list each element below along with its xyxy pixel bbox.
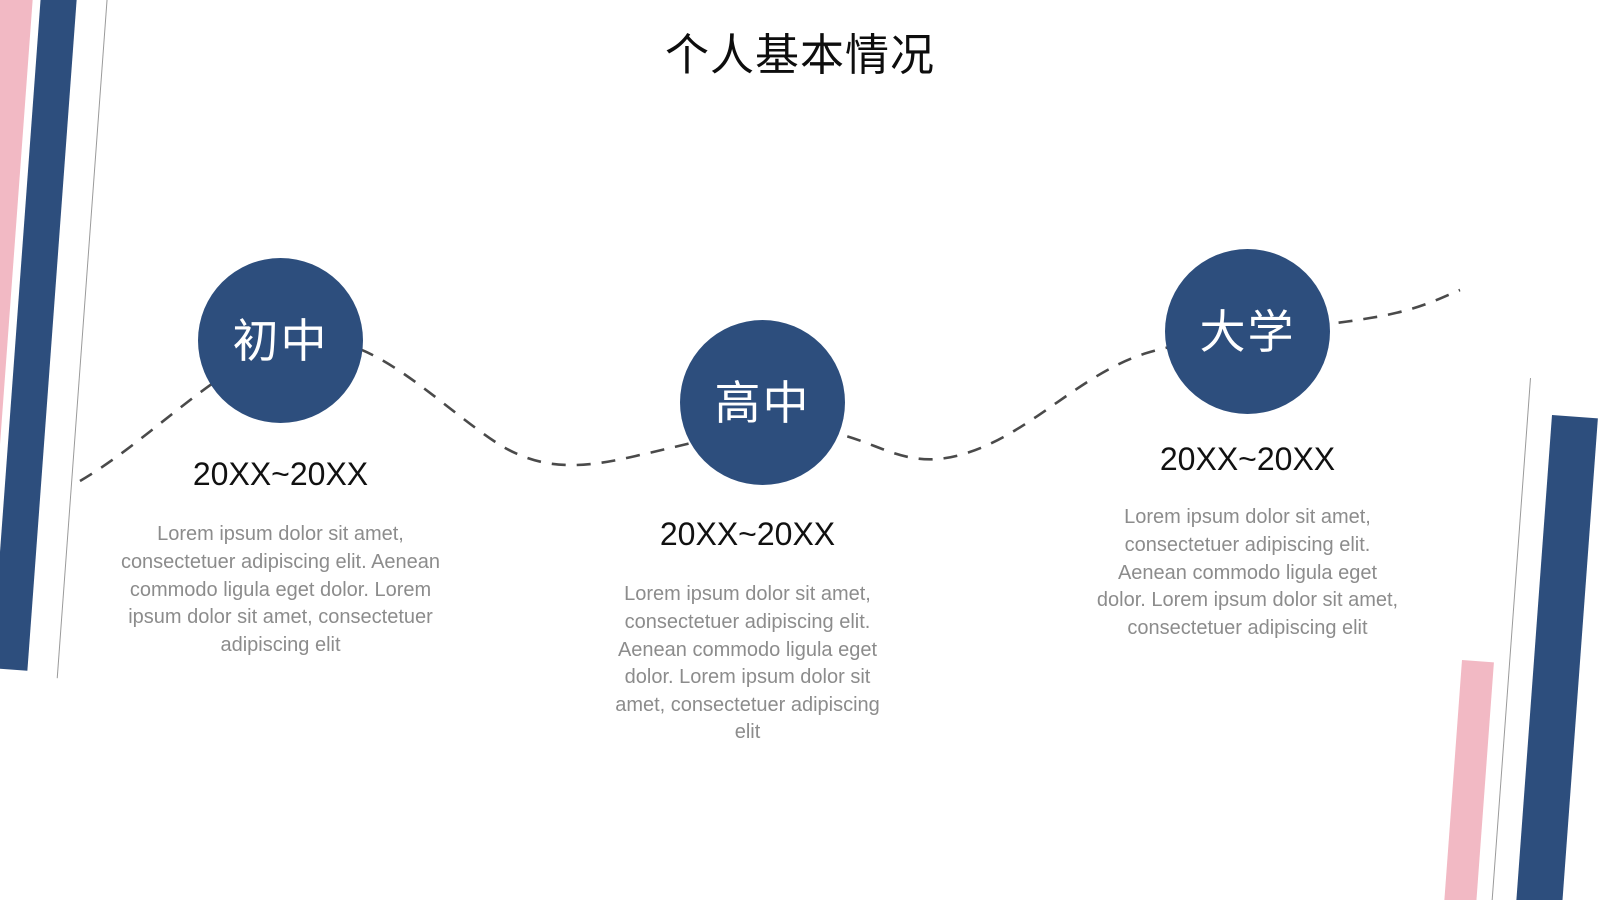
decoration-right-pink-stripe [1442, 660, 1494, 900]
entry-description: Lorem ipsum dolor sit amet, consectetuer… [615, 583, 880, 744]
entry-date-range: 20XX~20XX [1159, 441, 1336, 477]
timeline-node-university[interactable]: 大学 [1165, 249, 1330, 414]
entry-date-range: 20XX~20XX [192, 456, 369, 492]
entry-description: Lorem ipsum dolor sit amet, consectetuer… [120, 523, 441, 656]
decoration-right-blue-stripe [1513, 415, 1598, 900]
timeline-node-junior-high[interactable]: 初中 [198, 258, 363, 423]
entry-description: Lorem ipsum dolor sit amet, consectetuer… [1096, 506, 1399, 639]
timeline-entry-junior-high: 20XX~20XX Lorem ipsum dolor sit amet, co… [118, 455, 443, 659]
timeline-entry-university: 20XX~20XX Lorem ipsum dolor sit amet, co… [1095, 440, 1400, 642]
timeline-node-label: 高中 [714, 376, 811, 429]
entry-date-range: 20XX~20XX [659, 516, 836, 552]
timeline-node-label: 大学 [1199, 305, 1296, 358]
page-title: 个人基本情况 [665, 31, 935, 80]
timeline-node-senior-high[interactable]: 高中 [680, 320, 845, 485]
timeline-entry-senior-high: 20XX~20XX Lorem ipsum dolor sit amet, co… [600, 515, 895, 747]
timeline-node-label: 初中 [232, 314, 329, 367]
